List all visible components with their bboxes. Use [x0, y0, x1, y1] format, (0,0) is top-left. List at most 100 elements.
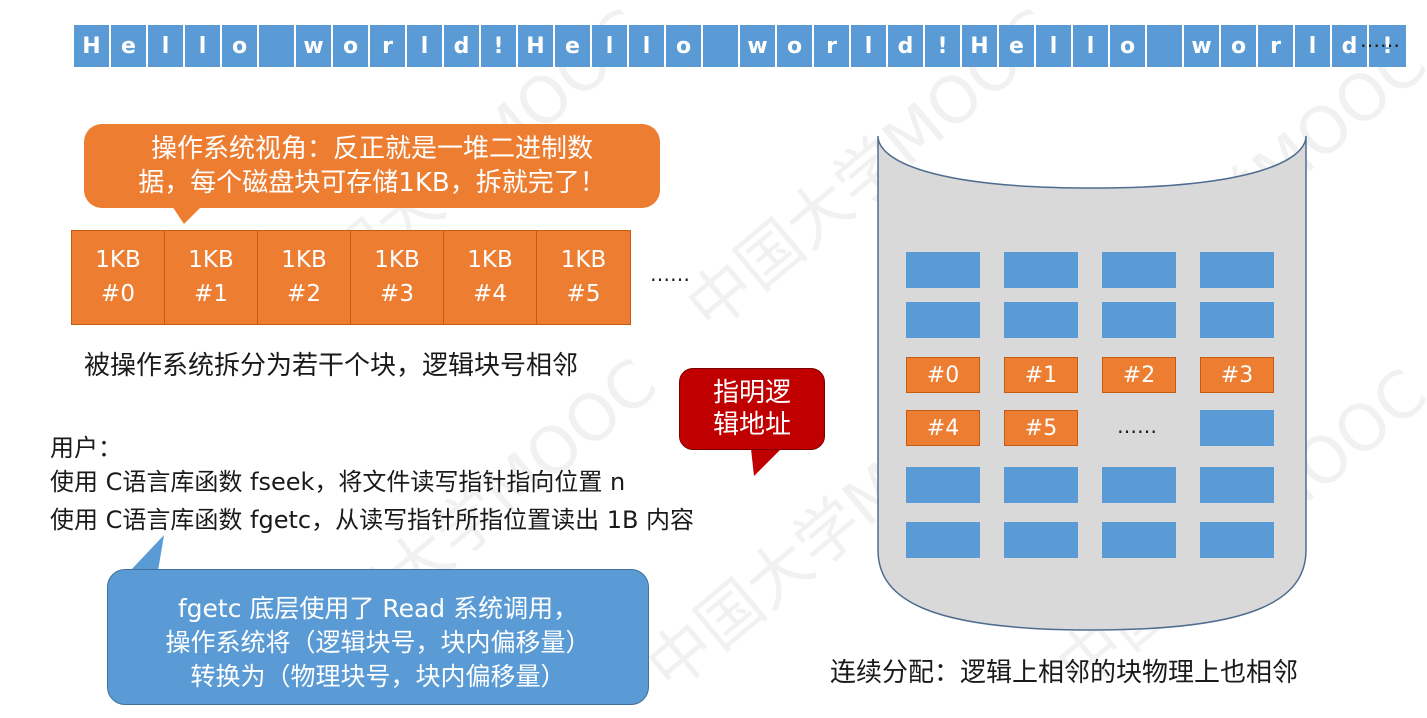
split-caption: 被操作系统拆分为若干个块，逻辑块号相邻 [84, 351, 579, 381]
physical-block-free [1004, 522, 1078, 558]
block-number: #1 [194, 281, 228, 307]
physical-block-free [1102, 522, 1176, 558]
char-cell: l [1073, 25, 1110, 67]
physical-block-free [1004, 467, 1078, 503]
block-number: #5 [566, 281, 601, 307]
char-cell: l [1036, 25, 1073, 67]
read-callout-line2: 操作系统将（逻辑块号，块内偏移量） [165, 628, 591, 657]
logical-address-callout: 指明逻 辑地址 [679, 368, 825, 450]
logical-block: 1KB#0 [72, 231, 165, 324]
physical-block-used: #1 [1004, 357, 1078, 393]
block-ellipsis: …… [650, 262, 690, 286]
char-cell: r [1258, 25, 1295, 67]
block-size: 1KB [95, 247, 141, 273]
physical-block-free [1102, 252, 1176, 288]
char-cell: e [555, 25, 592, 67]
char-cell: ! [1369, 25, 1406, 67]
char-cell: r [370, 25, 407, 67]
physical-block-free [1102, 302, 1176, 338]
char-cell: o [333, 25, 370, 67]
physical-block-free [1102, 467, 1176, 503]
physical-block-free [1200, 467, 1274, 503]
char-cell: l [592, 25, 629, 67]
physical-block-used: #2 [1102, 357, 1176, 393]
block-size: 1KB [560, 247, 607, 273]
char-cell: w [1184, 25, 1221, 67]
char-cell: ! [925, 25, 962, 67]
physical-block-used: #3 [1200, 357, 1274, 393]
physical-block-free [906, 467, 980, 503]
strip-ellipsis: …… [1360, 28, 1400, 52]
physical-block-free [1200, 410, 1274, 446]
char-cell: H [74, 25, 111, 67]
char-cell: o [1110, 25, 1147, 67]
char-cell: o [666, 25, 703, 67]
disk-cylinder-icon [877, 135, 1307, 631]
block-number: #2 [287, 281, 321, 307]
physical-block-free [1004, 302, 1078, 338]
user-label: 用户： [50, 434, 122, 462]
char-cell: d [444, 25, 481, 67]
char-cell: d [1332, 25, 1369, 67]
char-cell: l [185, 25, 222, 67]
physical-block-free [1200, 302, 1274, 338]
char-cell: o [222, 25, 259, 67]
contiguous-allocation-caption: 连续分配：逻辑上相邻的块物理上也相邻 [830, 658, 1299, 688]
os-callout-line1: 操作系统视角：反正就是一堆二进制数 [150, 134, 593, 164]
block-size: 1KB [374, 247, 420, 273]
physical-block-free [906, 302, 980, 338]
user-fgetc-line: 使用 C语言库函数 fgetc，从读写指针所指位置读出 1B 内容 [50, 506, 695, 534]
physical-block-free [1004, 252, 1078, 288]
char-cell [259, 25, 296, 67]
char-cell: o [777, 25, 814, 67]
logical-block: 1KB#2 [258, 231, 351, 324]
logical-block: 1KB#5 [537, 231, 630, 324]
block-number: #3 [380, 281, 414, 307]
block-number: #4 [473, 281, 507, 307]
logical-block: 1KB#3 [351, 231, 444, 324]
physical-block-free [906, 252, 980, 288]
char-cell [703, 25, 740, 67]
logical-block: 1KB#1 [165, 231, 258, 324]
char-cell: w [296, 25, 333, 67]
char-cell: l [629, 25, 666, 67]
physical-block-free [1200, 522, 1274, 558]
grid-ellipsis: …… [1117, 414, 1157, 438]
user-fseek-line: 使用 C语言库函数 fseek，将文件读写指针指向位置 n [50, 468, 626, 496]
char-cell: o [1221, 25, 1258, 67]
red-callout-line1: 指明逻 [712, 378, 791, 408]
logical-block: 1KB#4 [444, 231, 537, 324]
char-cell: w [740, 25, 777, 67]
read-syscall-callout: fgetc 底层使用了 Read 系统调用， 操作系统将（逻辑块号，块内偏移量）… [107, 569, 649, 705]
physical-block-used: #4 [906, 410, 980, 446]
char-cell: r [814, 25, 851, 67]
char-cell: H [518, 25, 555, 67]
char-cell: d [888, 25, 925, 67]
os-callout-tail [172, 206, 202, 224]
char-cell: H [962, 25, 999, 67]
block-size: 1KB [188, 247, 234, 273]
char-cell: l [407, 25, 444, 67]
physical-block-used: #0 [906, 357, 980, 393]
os-callout-line2: 据，每个磁盘块可存储1KB，拆就完了！ [138, 168, 606, 198]
physical-block-used: #5 [1004, 410, 1078, 446]
char-cell: l [1295, 25, 1332, 67]
char-cell: l [148, 25, 185, 67]
physical-block-free [906, 522, 980, 558]
char-cell [1147, 25, 1184, 67]
read-callout-line3: 转换为（物理块号，块内偏移量） [190, 662, 566, 691]
char-cell: l [851, 25, 888, 67]
block-size: 1KB [467, 247, 513, 273]
char-cell: e [999, 25, 1036, 67]
red-callout-line2: 辑地址 [712, 410, 791, 440]
char-cell: e [111, 25, 148, 67]
block-number: #0 [101, 281, 135, 307]
read-callout-tail [130, 535, 164, 571]
os-perspective-callout: 操作系统视角：反正就是一堆二进制数 据，每个磁盘块可存储1KB，拆就完了！ [84, 124, 660, 208]
physical-block-free [1200, 252, 1274, 288]
read-callout-line1: fgetc 底层使用了 Read 系统调用， [177, 594, 579, 623]
char-cell: ! [481, 25, 518, 67]
block-size: 1KB [281, 247, 327, 273]
